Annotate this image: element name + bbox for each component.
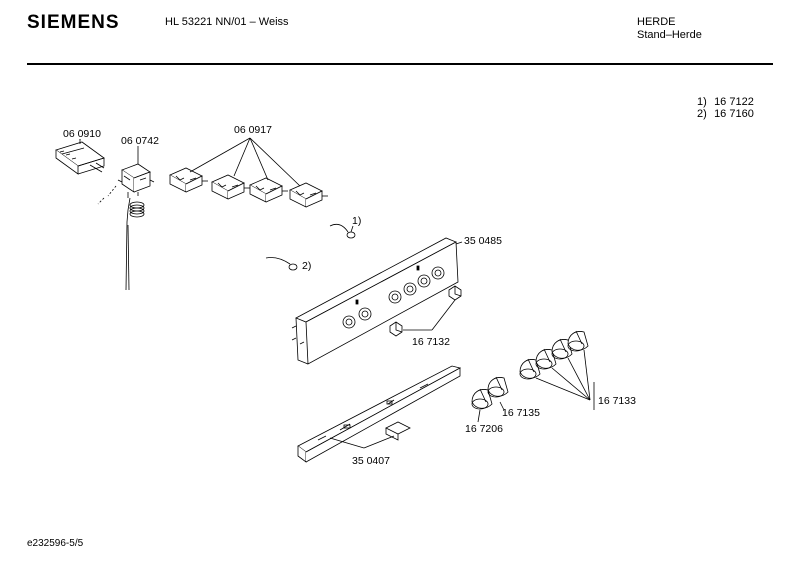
part-label-167133: 16 7133 bbox=[598, 395, 636, 407]
header-divider bbox=[27, 63, 773, 65]
part-label-350485: 35 0485 bbox=[464, 235, 502, 247]
document-id: e232596-5/5 bbox=[27, 538, 84, 549]
leader-line bbox=[455, 241, 463, 245]
part-rotary-switch[interactable] bbox=[249, 177, 288, 203]
callout-2: 2) bbox=[302, 260, 312, 272]
part-knob[interactable] bbox=[471, 388, 493, 410]
part-label-167206: 16 7206 bbox=[465, 423, 503, 435]
legend-number: 1) bbox=[697, 96, 707, 108]
part-rotary-switch[interactable] bbox=[289, 182, 328, 208]
part-label-060910: 06 0910 bbox=[63, 128, 101, 140]
ground-wire bbox=[97, 185, 117, 205]
part-label-060917: 06 0917 bbox=[234, 124, 272, 136]
part-clip[interactable] bbox=[389, 321, 403, 337]
part-knob[interactable] bbox=[487, 376, 509, 398]
leader-lines-060917 bbox=[189, 137, 301, 187]
leader-lines-167132 bbox=[403, 299, 456, 331]
part-label-167135: 16 7135 bbox=[502, 407, 540, 419]
part-thermostat[interactable] bbox=[117, 150, 155, 291]
leader-line bbox=[477, 409, 481, 423]
part-rotary-switch[interactable] bbox=[169, 167, 208, 193]
part-wire-2[interactable] bbox=[265, 257, 298, 271]
legend-number: 2) bbox=[697, 108, 707, 120]
part-knob[interactable] bbox=[567, 330, 589, 352]
part-label-350407: 35 0407 bbox=[352, 455, 390, 467]
part-connector-block[interactable] bbox=[55, 139, 105, 175]
part-label-060742: 06 0742 bbox=[121, 135, 159, 147]
category-label: HERDE bbox=[637, 16, 676, 28]
leader-lines-167133 bbox=[535, 349, 595, 410]
leader-lines-350407 bbox=[329, 435, 395, 449]
legend-part: 16 7122 bbox=[714, 96, 754, 108]
part-clip[interactable] bbox=[448, 285, 462, 301]
part-control-panel[interactable] bbox=[291, 237, 459, 365]
part-wire-1[interactable] bbox=[329, 224, 356, 239]
brand-logo: SIEMENS bbox=[27, 12, 120, 33]
leader-line bbox=[499, 401, 505, 411]
model-title: HL 53221 NN/01 – Weiss bbox=[165, 16, 289, 28]
legend-part: 16 7160 bbox=[714, 108, 754, 120]
part-knob[interactable] bbox=[551, 338, 573, 360]
legend-item-2: 2) 16 7160 bbox=[697, 108, 754, 120]
part-mounting-rail[interactable] bbox=[297, 365, 462, 463]
subcategory-label: Stand–Herde bbox=[637, 29, 702, 41]
part-rotary-switch[interactable] bbox=[211, 174, 250, 200]
part-label-167132: 16 7132 bbox=[412, 336, 450, 348]
part-rail-clip[interactable] bbox=[385, 421, 411, 441]
callout-1: 1) bbox=[352, 215, 362, 227]
legend-item-1: 1) 16 7122 bbox=[697, 96, 754, 108]
